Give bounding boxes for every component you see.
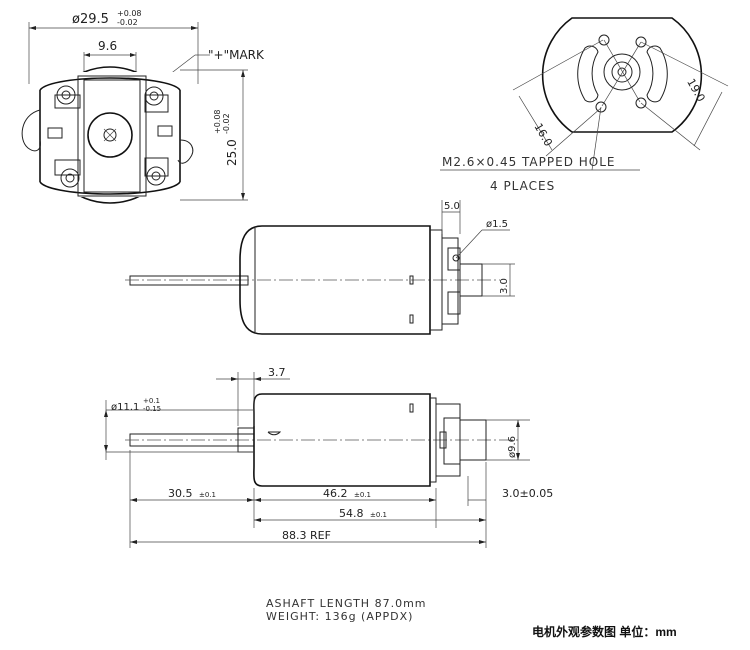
dim-hole: ø1.5 — [486, 219, 508, 230]
rear-dim-left: 16.0 — [531, 121, 555, 149]
dim-body-tol-lower: -0.15 — [143, 405, 161, 413]
dim-body-len-tol: ±0.1 — [354, 491, 371, 499]
dim-shaft-tol: ±0.1 — [199, 491, 216, 499]
front-diameter-label: ø29.5 — [72, 12, 109, 27]
dim-total-body-tol: ±0.1 — [370, 511, 387, 519]
dim-3-7: 3.7 — [268, 366, 286, 379]
front-height-label: 25.0 — [225, 139, 239, 166]
tapped-hole-label: M2.6×0.45 TAPPED HOLE — [442, 155, 615, 169]
dim-shaft: 30.5 — [168, 487, 193, 500]
front-diameter-tol-upper: +0.08 — [117, 9, 142, 18]
caption: 电机外观参数图 单位：mm — [532, 624, 677, 639]
front-width-label: 9.6 — [98, 39, 117, 53]
rear-dim-right: 19.0 — [684, 76, 708, 104]
top-side-view: 5.0 ø1.5 3.0 — [125, 200, 515, 335]
dim-3: 3.0 — [499, 278, 510, 294]
places-label: 4 PLACES — [490, 179, 555, 193]
dim-boss-len: 3.0±0.05 — [502, 487, 553, 500]
dim-body-tol-upper: +0.1 — [143, 397, 160, 405]
dim-body-len: 46.2 — [323, 487, 348, 500]
front-height-tol-lower: -0.02 — [222, 113, 231, 134]
side-view: 3.7 ø11.1 +0.1 -0.15 ø9.6 30.5 ±0.1 4 — [104, 366, 553, 548]
dim-total-body: 54.8 — [339, 507, 364, 520]
dim-body-dia: ø11.1 — [111, 402, 139, 413]
note-weight: WEIGHT: 136g (APPDX) — [266, 610, 413, 623]
front-height-tol-upper: +0.08 — [213, 109, 222, 134]
dim-boss-dia: ø9.6 — [507, 436, 518, 458]
front-diameter-tol-lower: -0.02 — [117, 18, 138, 27]
dim-ref: 88.3 REF — [282, 529, 331, 542]
rear-view: 16.0 19.0 M2.6×0.45 TAPPED HOLE 4 PLACES — [440, 17, 729, 193]
front-view: ø29.5 +0.08 -0.02 9.6 "+"MARK — [21, 9, 265, 204]
dim-5: 5.0 — [444, 201, 460, 212]
mark-label: "+"MARK — [208, 48, 265, 62]
note-shaft-length: ASHAFT LENGTH 87.0mm — [266, 597, 427, 610]
